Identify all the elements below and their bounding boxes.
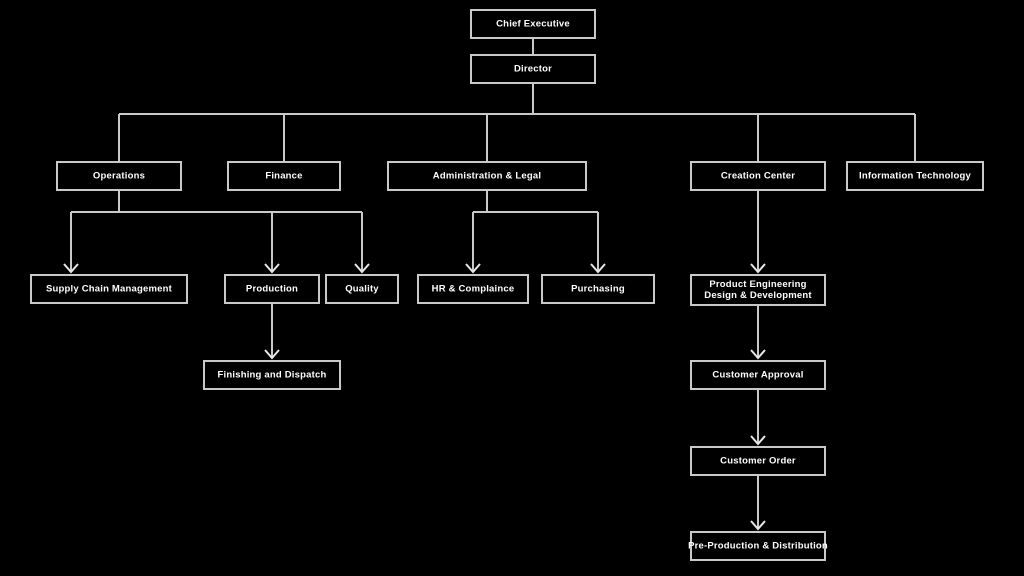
node-box-chief-executive[interactable] [470,9,596,39]
node-customer-approval[interactable]: Customer Approval [690,360,826,390]
node-label-operations: Operations [93,171,145,182]
node-finishing-and-dispatch[interactable]: Finishing and Dispatch [203,360,341,390]
node-chief-executive[interactable]: Chief Executive [470,9,596,39]
node-label-customer-order: Customer Order [720,456,796,467]
node-box-production[interactable] [224,274,320,304]
node-box-purchasing[interactable] [541,274,655,304]
node-box-customer-approval[interactable] [690,360,826,390]
node-box-pre-production-distribution[interactable] [690,531,826,561]
arrow-preproduction [750,520,766,531]
node-information-technology[interactable]: Information Technology [846,161,984,191]
node-director[interactable]: Director [470,54,596,84]
node-label-director: Director [514,64,552,75]
node-box-information-technology[interactable] [846,161,984,191]
arrow-supply-chain [63,263,79,274]
node-box-finishing-and-dispatch[interactable] [203,360,341,390]
node-creation-center[interactable]: Creation Center [690,161,826,191]
node-box-hr-complaince[interactable] [417,274,529,304]
node-label-finance: Finance [265,171,302,182]
node-label-information-technology: Information Technology [859,171,971,182]
arrow-production [264,263,280,274]
node-administration-legal[interactable]: Administration & Legal [387,161,587,191]
node-box-director[interactable] [470,54,596,84]
node-box-finance[interactable] [227,161,341,191]
node-box-creation-center[interactable] [690,161,826,191]
arrow-finishing [264,349,280,360]
node-label-pre-production-distribution: Pre-Production & Distribution [688,541,828,552]
node-label-purchasing: Purchasing [571,284,625,295]
node-box-product-engineering[interactable] [690,274,826,306]
connectors-layer [70,38,916,529]
node-label-product-engineering-line1: Product Engineering [709,279,806,290]
node-supply-chain-management[interactable]: Supply Chain Management [30,274,188,304]
node-finance[interactable]: Finance [227,161,341,191]
arrowheads-layer [63,263,766,531]
node-hr-complaince[interactable]: HR & Complaince [417,274,529,304]
arrow-product-eng [750,263,766,274]
node-box-supply-chain-management[interactable] [30,274,188,304]
node-operations[interactable]: Operations [56,161,182,191]
node-box-customer-order[interactable] [690,446,826,476]
node-label-production: Production [246,284,298,295]
arrow-order [750,435,766,446]
node-box-quality[interactable] [325,274,399,304]
node-quality[interactable]: Quality [325,274,399,304]
arrow-quality [354,263,370,274]
node-pre-production-distribution[interactable]: Pre-Production & Distribution [688,531,828,561]
node-production[interactable]: Production [224,274,320,304]
arrow-hr [465,263,481,274]
node-label-customer-approval: Customer Approval [712,370,803,381]
node-box-operations[interactable] [56,161,182,191]
node-label-finishing-and-dispatch: Finishing and Dispatch [218,370,327,381]
node-label-supply-chain-management: Supply Chain Management [46,284,173,295]
node-label-hr-complaince: HR & Complaince [432,284,515,295]
arrow-purchasing [590,263,606,274]
node-purchasing[interactable]: Purchasing [541,274,655,304]
node-label-administration-legal: Administration & Legal [433,171,541,182]
node-customer-order[interactable]: Customer Order [690,446,826,476]
arrow-approval [750,349,766,360]
node-box-administration-legal[interactable] [387,161,587,191]
node-label-creation-center: Creation Center [721,171,795,182]
node-label-chief-executive: Chief Executive [496,19,570,30]
node-label-product-engineering-line2: Design & Development [704,290,812,301]
node-label-quality: Quality [345,284,379,295]
